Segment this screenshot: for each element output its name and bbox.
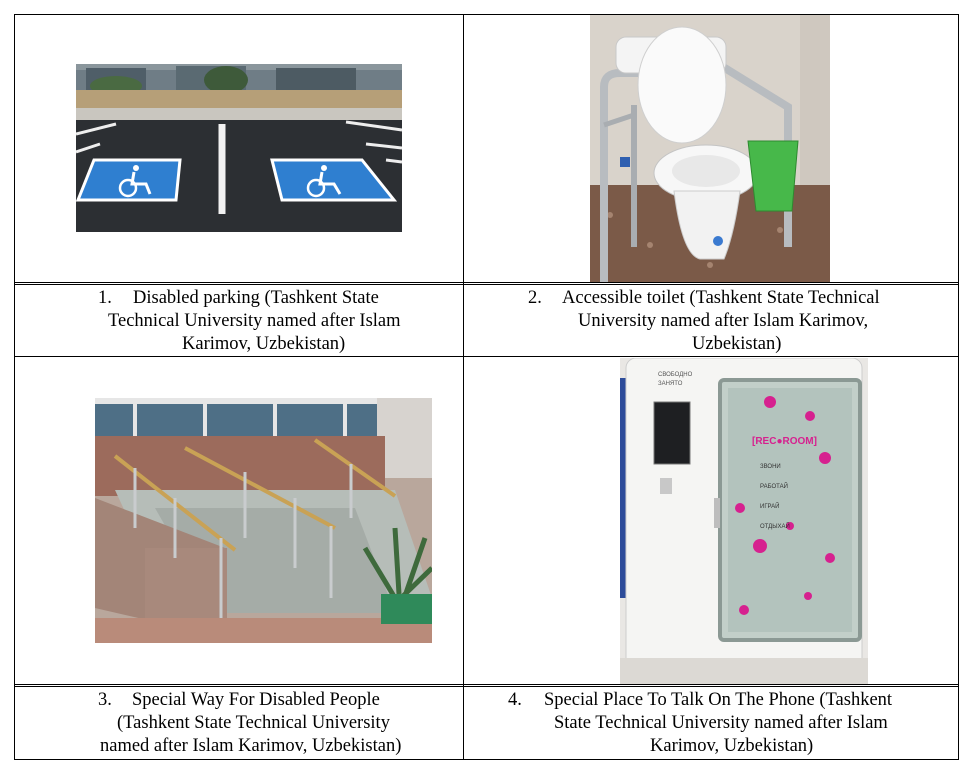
booth-menu-item: ЗВОНИ	[760, 464, 781, 470]
table-border-right	[958, 14, 959, 760]
figure-4-caption-line: State Technical University named after I…	[554, 713, 888, 733]
figure-1-caption: 1. Disabled parking (Tashkent State Tech…	[98, 287, 458, 359]
figure-3-caption-line: Special Way For Disabled People	[132, 690, 380, 710]
booth-label-busy: ЗАНЯТО	[658, 381, 683, 387]
figure-table	[14, 14, 959, 760]
figure-2-caption-line: Accessible toilet (Tashkent State Techni…	[562, 288, 880, 308]
booth-label-free: СВОБОДНО	[658, 372, 693, 378]
table-border-row3	[14, 684, 959, 685]
table-border-row3b	[14, 686, 959, 687]
figure-2-caption: 2. Accessible toilet (Tashkent State Tec…	[528, 287, 958, 359]
disabled-ramp-photo	[95, 398, 432, 643]
figure-4-caption-line: Special Place To Talk On The Phone (Tash…	[544, 690, 893, 710]
table-border-bottom	[14, 759, 959, 760]
figure-4-caption: 4. Special Place To Talk On The Phone (T…	[508, 689, 958, 761]
figure-4-caption-line: Karimov, Uzbekistan)	[650, 736, 814, 756]
figure-1-caption-line: Karimov, Uzbekistan)	[182, 334, 346, 354]
figure-2-caption-line: Uzbekistan)	[692, 334, 782, 354]
table-border-middle	[463, 14, 464, 760]
figure-2-caption-line: University named after Islam Karimov,	[578, 311, 869, 331]
figure-1-caption-line: Technical University named after Islam	[108, 311, 401, 331]
table-border-top	[14, 14, 959, 15]
figure-3-number: 3.	[98, 690, 112, 710]
booth-menu-item: РАБОТАЙ	[760, 482, 788, 490]
figure-2-number: 2.	[528, 288, 542, 308]
table-border-row1	[14, 282, 959, 283]
phone-booth-photo: СВОБОДНО ЗАНЯТО [REC●ROOM] ЗВОНИ РАБОТАЙ…	[620, 358, 868, 684]
booth-brand: [REC●ROOM]	[752, 436, 817, 447]
table-border-row1b	[14, 284, 959, 285]
figure-1-number: 1.	[98, 288, 112, 308]
table-border-row2	[14, 356, 959, 357]
disabled-parking-photo	[76, 64, 402, 232]
accessible-toilet-photo	[590, 15, 830, 282]
figure-4-number: 4.	[508, 690, 522, 710]
booth-menu-item: ОТДЫХАЙ	[760, 522, 790, 530]
booth-menu-item: ИГРАЙ	[760, 502, 779, 510]
figure-1-caption-line: Disabled parking (Tashkent State	[133, 288, 379, 308]
table-border-left	[14, 14, 15, 760]
figure-3-caption: 3. Special Way For Disabled People (Tash…	[98, 689, 458, 761]
figure-3-caption-line: (Tashkent State Technical University	[117, 713, 390, 733]
figure-3-caption-line: named after Islam Karimov, Uzbekistan)	[100, 736, 402, 756]
